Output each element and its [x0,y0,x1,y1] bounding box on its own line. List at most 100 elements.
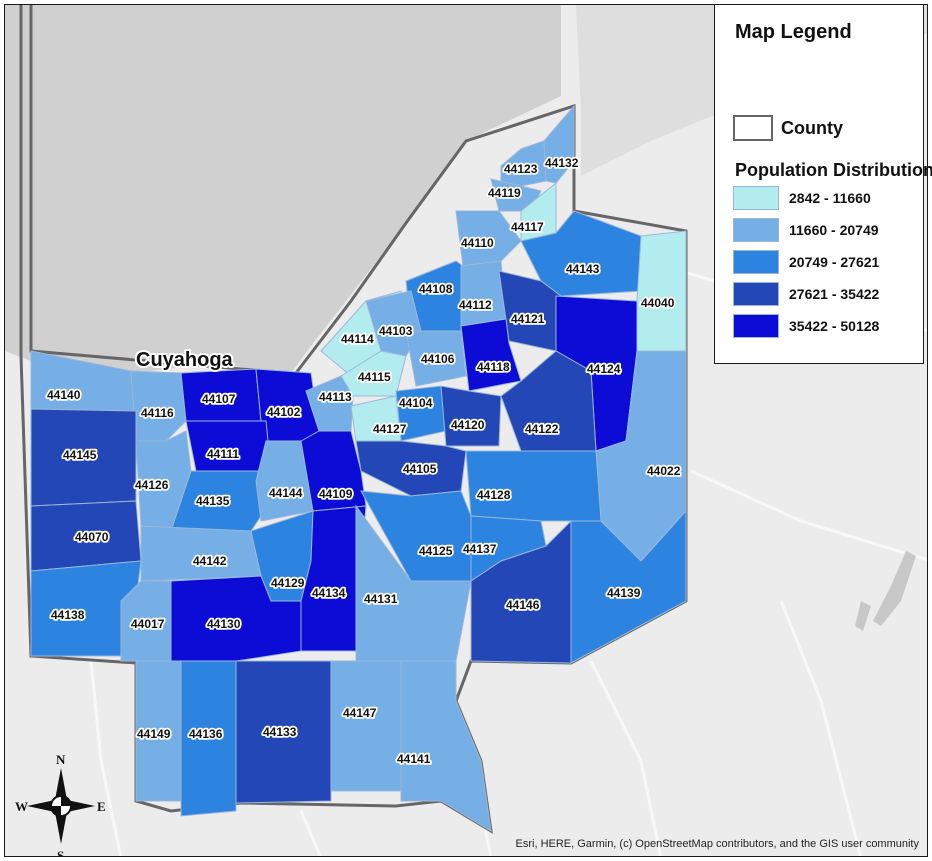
zip-label-44113: 44113 [319,390,352,404]
zip-label-44138: 44138 [51,608,85,622]
legend-subtitle: Population Distribution [735,160,932,180]
zip-region-44106[interactable] [405,330,467,387]
zip-region-44141[interactable] [400,660,492,832]
county-outline-swatch [733,115,773,141]
zip-label-44111: 44111 [207,447,239,461]
water-bodies [855,551,916,631]
lake-erie [5,5,561,373]
zip-label-44135: 44135 [196,494,230,508]
zip-label-44119: 44119 [488,186,521,200]
legend-range-label: 27621 - 35422 [789,285,880,302]
zip-label-44145: 44145 [63,448,97,462]
zip-label-44040: 44040 [641,296,675,310]
zip-region-44133[interactable] [235,660,332,804]
zip-label-44120: 44120 [451,418,485,432]
zip-label-44110: 44110 [461,236,494,250]
zip-region-44144[interactable] [255,440,314,522]
zip-region-44110[interactable] [455,210,522,267]
zip-label-44121: 44121 [511,312,545,326]
zip-label-44134: 44134 [312,586,346,600]
zip-label-44146: 44146 [506,598,540,612]
zip-label-44140: 44140 [47,388,81,402]
zip-label-44104: 44104 [399,396,433,410]
zip-region-44139[interactable] [570,509,687,664]
zip-label-44109: 44109 [319,487,353,501]
zip-polygons[interactable] [30,104,687,832]
zip-label-44147: 44147 [343,706,377,720]
county-name-label: Cuyahoga [136,349,234,371]
legend-range-label: 11660 - 20749 [789,221,879,238]
zip-region-44040[interactable] [636,230,687,352]
zip-region-44111[interactable] [185,420,272,472]
legend-title: Map Legend [735,21,852,43]
zip-label-44125: 44125 [419,544,453,558]
zip-label-44137: 44137 [463,542,497,556]
zip-labels: 44123 44132 44119 44117 44110 44143 4404… [45,154,682,768]
zip-label-44132: 44132 [545,156,579,170]
legend-swatch [733,217,779,242]
legend-swatch [733,249,779,274]
legend-county-label: County [781,117,843,138]
map-attribution: Esri, HERE, Garmin, (c) OpenStreetMap co… [515,838,919,850]
legend-range-label: 20749 - 27621 [789,253,880,270]
legend-class-item: 27621 - 35422 [733,281,879,306]
legend-swatch [733,281,779,306]
compass-e: E [97,799,106,814]
compass-w: W [15,799,28,814]
zip-label-44142: 44142 [193,554,227,568]
legend-class-item: 20749 - 27621 [733,249,879,274]
zip-region-44136[interactable] [180,660,237,817]
zip-label-44114: 44114 [341,332,374,346]
zip-label-44108: 44108 [419,282,453,296]
zip-label-44123: 44123 [504,162,538,176]
map-legend: Map Legend County Population Distributio… [714,4,932,364]
zip-label-44133: 44133 [263,725,297,739]
zip-label-44102: 44102 [267,405,301,419]
zip-label-44105: 44105 [403,462,437,476]
zip-label-44115: 44115 [358,370,391,384]
legend-class-item: 35422 - 50128 [733,313,879,338]
zip-label-44141: 44141 [397,752,431,766]
zip-label-44136: 44136 [189,727,223,741]
zip-label-44131: 44131 [364,592,398,606]
zip-label-44144: 44144 [269,486,303,500]
zip-region-44120[interactable] [440,385,502,447]
zip-label-44116: 44116 [141,406,174,420]
zip-label-44128: 44128 [477,488,511,502]
zip-label-44143: 44143 [566,262,600,276]
zip-label-44126: 44126 [135,478,169,492]
zip-label-44070: 44070 [75,530,109,544]
zip-label-44112: 44112 [459,298,492,312]
zip-label-44017: 44017 [131,617,165,631]
zip-label-44129: 44129 [271,576,305,590]
zip-label-44127: 44127 [373,422,407,436]
legend-class-list: 2842 - 11660 11660 - 20749 20749 - 27621… [733,185,879,345]
zip-label-44106: 44106 [421,352,455,366]
zip-region-44117[interactable] [520,181,557,242]
zip-label-44103: 44103 [379,324,413,338]
legend-swatch [733,313,779,338]
compass-n: N [56,752,66,767]
zip-label-44022: 44022 [647,464,681,478]
legend-swatch [733,185,779,210]
map-canvas[interactable]: Cuyahoga 44123 44132 44119 44117 44110 4… [5,5,928,857]
legend-range-label: 2842 - 11660 [789,189,871,206]
zip-region-44131[interactable] [355,504,472,662]
zip-region-44105[interactable] [355,440,467,497]
zip-region-44118[interactable] [460,318,522,392]
legend-county-entry: County [733,115,843,141]
zip-region-44147[interactable] [330,660,402,792]
zip-label-44107: 44107 [202,392,236,406]
zip-region-44128[interactable] [465,450,602,522]
zip-region-44134[interactable] [300,505,367,652]
zip-label-44122: 44122 [525,422,559,436]
legend-range-label: 35422 - 50128 [789,317,880,334]
zip-label-44117: 44117 [511,220,544,234]
legend-class-item: 11660 - 20749 [733,217,879,242]
zip-label-44149: 44149 [137,727,171,741]
zip-region-44132[interactable] [543,104,575,184]
zip-label-44139: 44139 [607,586,641,600]
legend-class-item: 2842 - 11660 [733,185,879,210]
zip-label-44118: 44118 [477,360,510,374]
compass-s: S [57,848,64,857]
